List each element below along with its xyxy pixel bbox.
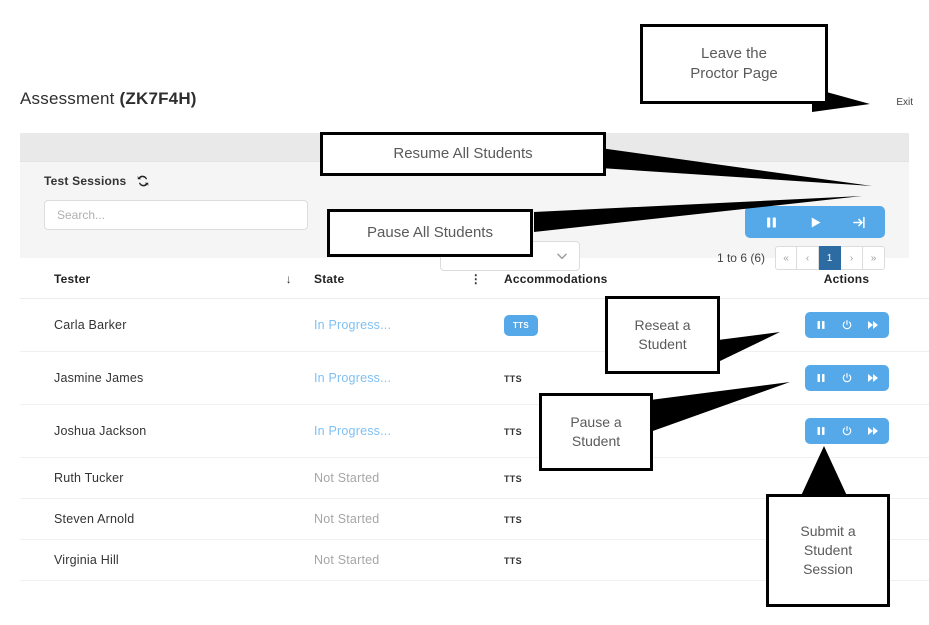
annotation-pause-a-student: Pause a Student	[539, 393, 653, 471]
fast-forward-icon	[867, 321, 878, 329]
test-sessions-table: Tester ↓ State ⋮ Accommodations	[20, 258, 929, 581]
power-icon	[842, 319, 851, 330]
column-header-state-label: State	[314, 272, 345, 286]
cell-state: Not Started	[314, 457, 504, 499]
chevron-down-icon	[555, 249, 569, 263]
column-header-accommodations-label: Accommodations	[504, 272, 608, 286]
pagination: 1 to 6 (6) « ‹ 1 › »	[717, 246, 885, 270]
page-title-code: (ZK7F4H)	[119, 89, 197, 108]
annotation-pause-a-student-text: Pause a Student	[570, 414, 622, 449]
cell-state: Not Started	[314, 539, 504, 581]
row-actions-group	[804, 418, 889, 444]
column-header-tester[interactable]: Tester ↓	[20, 258, 314, 299]
annotation-pause-all-students-text: Pause All Students	[367, 223, 493, 241]
pause-student-button[interactable]	[808, 423, 834, 439]
row-actions-group	[804, 365, 889, 391]
cell-state: Not Started	[314, 498, 504, 540]
sort-descending-icon[interactable]: ↓	[285, 272, 292, 286]
cell-tester: Virginia Hill	[20, 539, 314, 581]
pagination-last-button[interactable]: »	[863, 246, 885, 270]
pause-icon	[817, 427, 824, 435]
test-sessions-label: Test Sessions	[44, 174, 127, 188]
annotation-submit-a-student-session-text: Submit a Student Session	[800, 523, 856, 577]
column-header-actions-label: Actions	[823, 272, 870, 286]
sort-toggle-icon[interactable]: ⋮	[469, 272, 482, 286]
reseat-student-button[interactable]	[834, 423, 860, 439]
pagination-buttons: « ‹ 1 › »	[775, 246, 885, 270]
pause-student-button[interactable]	[808, 317, 834, 333]
power-icon	[842, 372, 851, 383]
refresh-icon[interactable]	[136, 174, 150, 188]
pause-all-button[interactable]	[749, 212, 793, 232]
pagination-page-1-button[interactable]: 1	[819, 246, 841, 270]
fast-forward-icon	[867, 427, 878, 435]
annotation-reseat-a-student-text: Reseat a Student	[634, 317, 691, 352]
cell-actions	[754, 298, 929, 352]
annotation-reseat-a-student: Reseat a Student	[605, 296, 720, 374]
cell-tester: Carla Barker	[20, 298, 314, 352]
status-not-started: Not Started	[314, 553, 380, 567]
annotation-submit-a-student-session: Submit a Student Session	[766, 494, 890, 607]
pagination-range: 1 to 6 (6)	[716, 251, 765, 265]
pause-icon	[766, 217, 776, 227]
cell-state: In Progress...	[314, 298, 504, 352]
annotation-pause-all-students: Pause All Students	[327, 209, 533, 257]
test-sessions-panel: Test Sessions	[20, 133, 929, 581]
column-header-tester-label: Tester	[54, 272, 91, 286]
row-actions-group	[804, 312, 889, 338]
submit-student-button[interactable]	[860, 370, 886, 386]
reseat-student-button[interactable]	[834, 317, 860, 333]
cell-actions	[754, 404, 929, 458]
cell-tester: Ruth Tucker	[20, 457, 314, 499]
sign-out-icon	[852, 216, 865, 228]
cell-actions	[754, 351, 929, 405]
pause-icon	[817, 321, 824, 329]
resume-all-button[interactable]	[793, 212, 837, 232]
cell-accommodations: TTS	[504, 498, 754, 540]
cell-state: In Progress...	[314, 404, 504, 458]
cell-tester: Jasmine James	[20, 351, 314, 405]
pagination-first-button[interactable]: «	[775, 246, 797, 270]
pagination-prev-button[interactable]: ‹	[797, 246, 819, 270]
reseat-student-button[interactable]	[834, 370, 860, 386]
accommodation-label: TTS	[504, 427, 522, 437]
page-title: Assessment (ZK7F4H)	[20, 89, 197, 109]
cell-tester: Joshua Jackson	[20, 404, 314, 458]
pagination-next-button[interactable]: ›	[841, 246, 863, 270]
fast-forward-icon	[867, 374, 878, 382]
submit-student-button[interactable]	[860, 423, 886, 439]
status-not-started: Not Started	[314, 471, 380, 485]
exit-link[interactable]: Exit	[896, 97, 913, 108]
status-in-progress: In Progress...	[314, 318, 392, 332]
accommodation-label: TTS	[504, 515, 522, 525]
play-icon	[811, 217, 820, 227]
global-actions-group	[745, 206, 885, 238]
submit-all-button[interactable]	[837, 212, 881, 232]
pause-icon	[817, 374, 824, 382]
search-input[interactable]	[44, 200, 308, 230]
status-in-progress: In Progress...	[314, 371, 392, 385]
annotation-resume-all-students-text: Resume All Students	[393, 144, 533, 162]
cell-accommodations: TTS	[504, 539, 754, 581]
accommodation-label: TTS	[504, 374, 522, 384]
accommodation-label: TTS	[504, 556, 522, 566]
accommodation-label: TTS	[504, 474, 522, 484]
annotation-leave-proctor-page: Leave the Proctor Page	[640, 24, 828, 104]
submit-student-button[interactable]	[860, 317, 886, 333]
page-title-prefix: Assessment	[20, 89, 120, 108]
status-not-started: Not Started	[314, 512, 380, 526]
annotation-leave-proctor-page-text: Leave the Proctor Page	[690, 44, 778, 82]
status-in-progress: In Progress...	[314, 424, 392, 438]
power-icon	[842, 425, 851, 436]
accommodation-badge[interactable]: TTS	[504, 314, 539, 336]
cell-state: In Progress...	[314, 351, 504, 405]
annotation-resume-all-students: Resume All Students	[320, 132, 606, 176]
cell-tester: Steven Arnold	[20, 498, 314, 540]
pause-student-button[interactable]	[808, 370, 834, 386]
